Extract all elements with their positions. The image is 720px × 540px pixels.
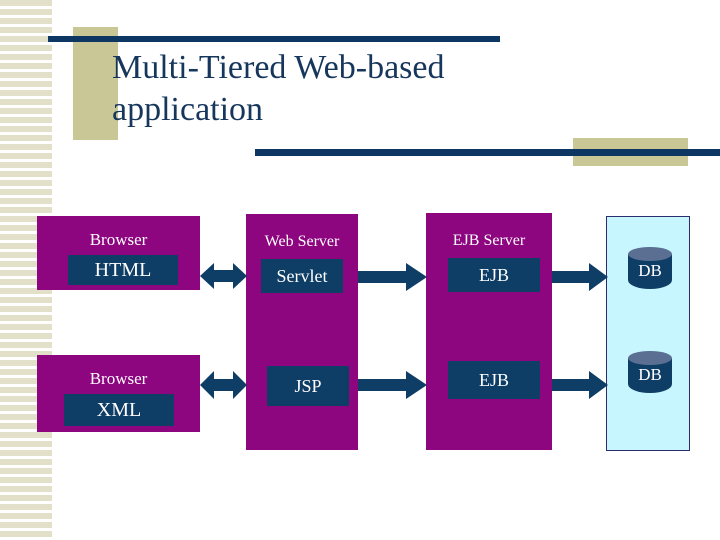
- arrow-ejb-top-to-db-top: [552, 263, 608, 291]
- database-label-bottom: DB: [638, 365, 662, 384]
- database-cylinder-bottom: DB: [628, 351, 672, 397]
- slide-title: Multi-Tiered Web-based application: [112, 49, 445, 128]
- tier-browser-xml: Browser XML: [37, 355, 200, 432]
- tier-label-browser-html: Browser: [89, 230, 148, 249]
- chip-xml: XML: [64, 394, 174, 426]
- chip-servlet: Servlet: [261, 259, 343, 293]
- tier-label-ejb-server: EJB Server: [452, 232, 526, 249]
- arrow-ejb-bottom-to-db-bottom: [552, 371, 608, 399]
- cylinder-top-ellipse-icon: [628, 247, 672, 261]
- cylinder-top-ellipse-icon: [628, 351, 672, 365]
- chip-ejb-bottom: EJB: [448, 361, 540, 399]
- tier-label-browser-xml: Browser: [89, 369, 148, 388]
- title-bottom-rule: [255, 149, 720, 156]
- tier-browser-html: Browser HTML: [37, 216, 200, 290]
- tier-web-server: Web Server Servlet JSP: [246, 214, 358, 450]
- tier-ejb-server: EJB Server EJB EJB: [426, 213, 552, 450]
- title-top-rule: [48, 36, 500, 42]
- arrow-browser-html-to-web-server: [200, 260, 247, 292]
- chip-html: HTML: [68, 255, 178, 285]
- title-tan-vertical-bar: [73, 27, 118, 140]
- chip-jsp: JSP: [267, 366, 349, 406]
- arrow-servlet-to-ejb-server: [358, 262, 427, 292]
- arrow-browser-xml-to-web-server: [200, 368, 247, 402]
- arrow-jsp-to-ejb-server: [358, 370, 427, 400]
- tier-label-web-server: Web Server: [264, 233, 340, 250]
- database-label-top: DB: [638, 261, 662, 280]
- chip-ejb-top: EJB: [448, 258, 540, 292]
- database-panel: DB DB: [606, 216, 690, 451]
- database-cylinder-top: DB: [628, 247, 672, 293]
